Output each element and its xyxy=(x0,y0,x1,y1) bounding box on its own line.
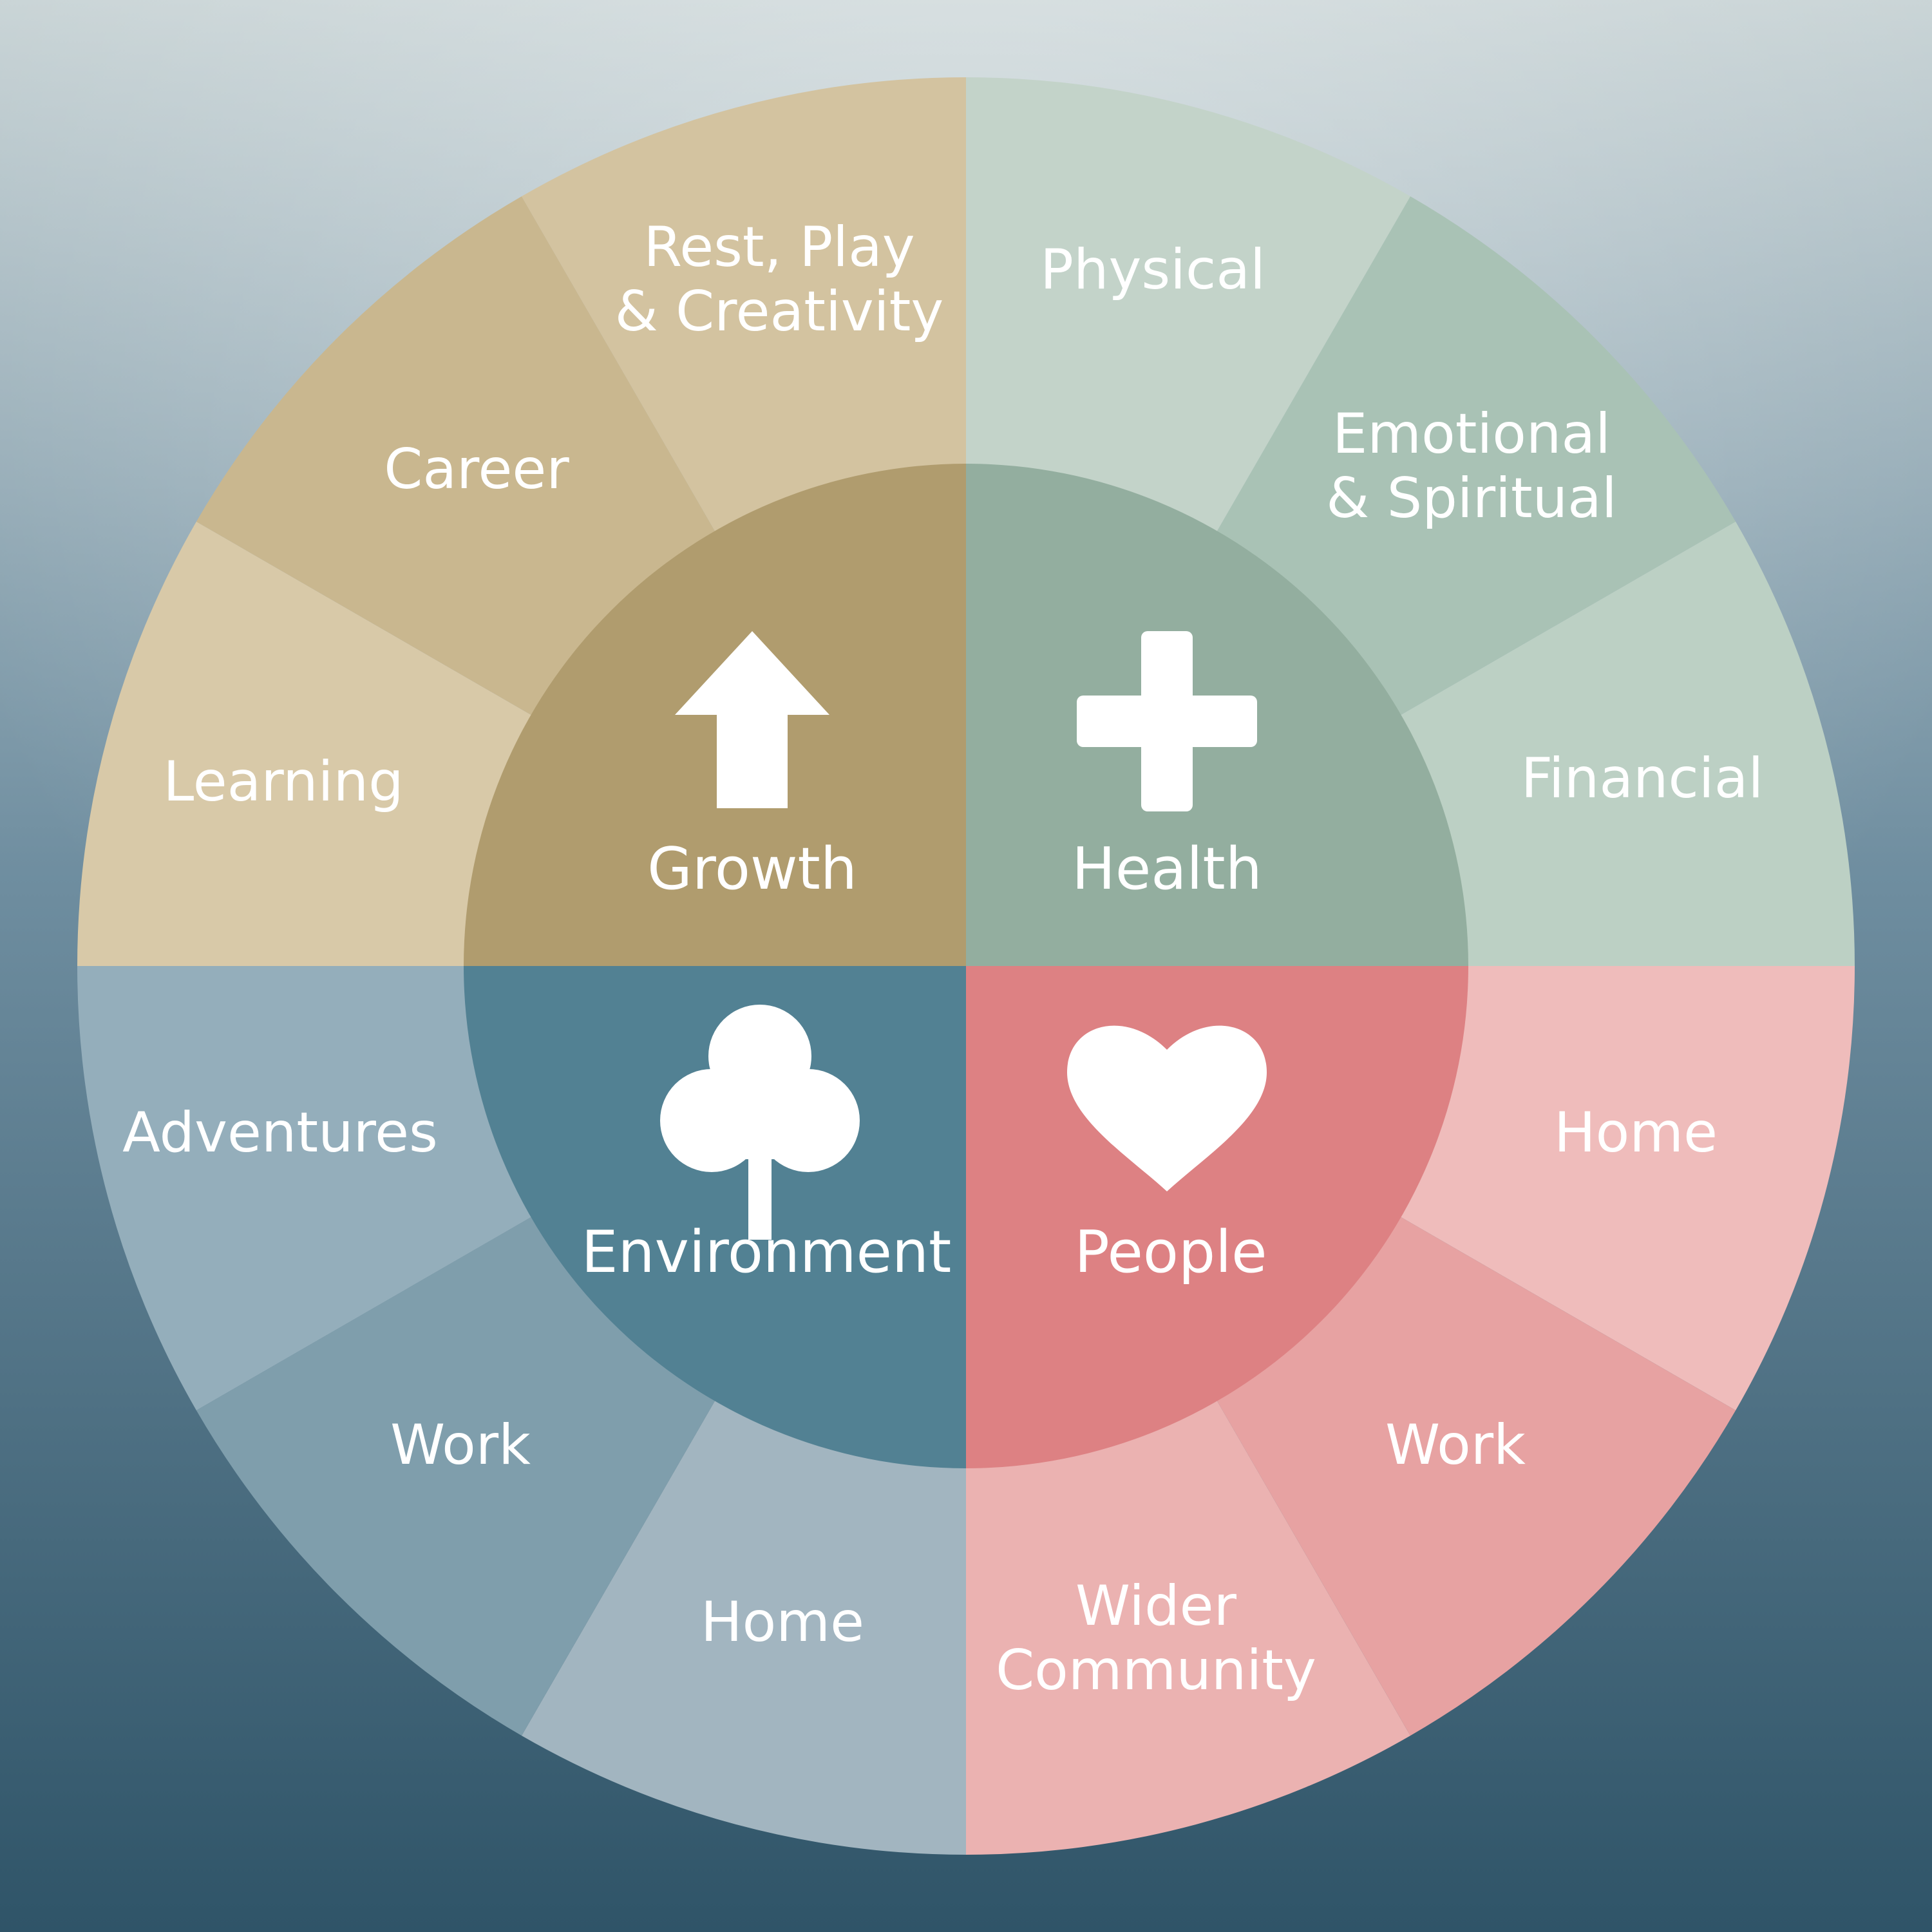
segment-environment-0 xyxy=(522,1398,966,1855)
segment-label-growth-2: Rest, Play& Creativity xyxy=(615,215,944,344)
segment-label-environment-2: Adventures xyxy=(122,1101,438,1165)
segment-label-environment-0: Home xyxy=(701,1590,864,1654)
inner-core xyxy=(464,464,1468,1468)
segment-growth-0 xyxy=(77,522,534,966)
heart-icon xyxy=(1067,1025,1267,1191)
segment-growth-2 xyxy=(522,77,966,534)
plus-icon xyxy=(1077,631,1257,811)
segment-label-line: Financial xyxy=(1521,746,1764,811)
segment-health-0 xyxy=(966,77,1410,534)
segment-people-1 xyxy=(1215,1215,1736,1736)
segment-label-line: Wider xyxy=(1075,1574,1237,1638)
segment-growth-1 xyxy=(196,196,717,717)
segment-label-environment-1: Work xyxy=(390,1413,531,1477)
segment-label-growth-1: Career xyxy=(384,437,569,502)
core-label-people: People xyxy=(1074,1218,1267,1286)
core-label-health: Health xyxy=(1072,835,1262,903)
segment-health-2 xyxy=(1398,522,1855,966)
segment-label-line: Work xyxy=(390,1413,531,1477)
arrow-up-icon xyxy=(675,631,829,808)
segment-label-line: Rest, Play xyxy=(643,215,914,279)
core-label-environment: Environment xyxy=(582,1218,952,1286)
segment-label-line: Learning xyxy=(163,750,403,814)
segment-environment-2 xyxy=(77,966,534,1410)
segment-label-line: Career xyxy=(384,437,569,502)
core-label-growth: Growth xyxy=(647,835,857,903)
segment-label-people-0: Home xyxy=(1554,1101,1718,1165)
segment-label-line: Work xyxy=(1385,1413,1526,1477)
outer-ring xyxy=(77,77,1855,1855)
segment-label-people-1: Work xyxy=(1385,1413,1526,1477)
segment-label-health-1: Emotional& Spiritual xyxy=(1326,402,1617,531)
segment-environment-1 xyxy=(196,1215,717,1736)
segment-label-line: Physical xyxy=(1040,238,1265,302)
segment-label-health-0: Physical xyxy=(1040,238,1265,302)
segment-label-line: Home xyxy=(1554,1101,1718,1165)
tree-icon xyxy=(660,1005,860,1240)
labels: Learning Career Rest, Play& Creativity Phys… xyxy=(122,215,1763,1703)
segment-label-line: Emotional xyxy=(1332,402,1611,466)
segment-health-1 xyxy=(1215,196,1736,717)
segment-people-2 xyxy=(966,1398,1410,1855)
segment-label-line: Home xyxy=(701,1590,864,1654)
segment-people-0 xyxy=(1398,966,1855,1410)
core-icons xyxy=(660,631,1267,1240)
segment-label-growth-0: Learning xyxy=(163,750,403,814)
segment-label-health-2: Financial xyxy=(1521,746,1764,811)
segment-label-line: & Spiritual xyxy=(1326,466,1617,531)
segment-label-line: Community xyxy=(996,1638,1316,1703)
segment-label-line: Adventures xyxy=(122,1101,438,1165)
segment-label-line: & Creativity xyxy=(615,279,944,344)
